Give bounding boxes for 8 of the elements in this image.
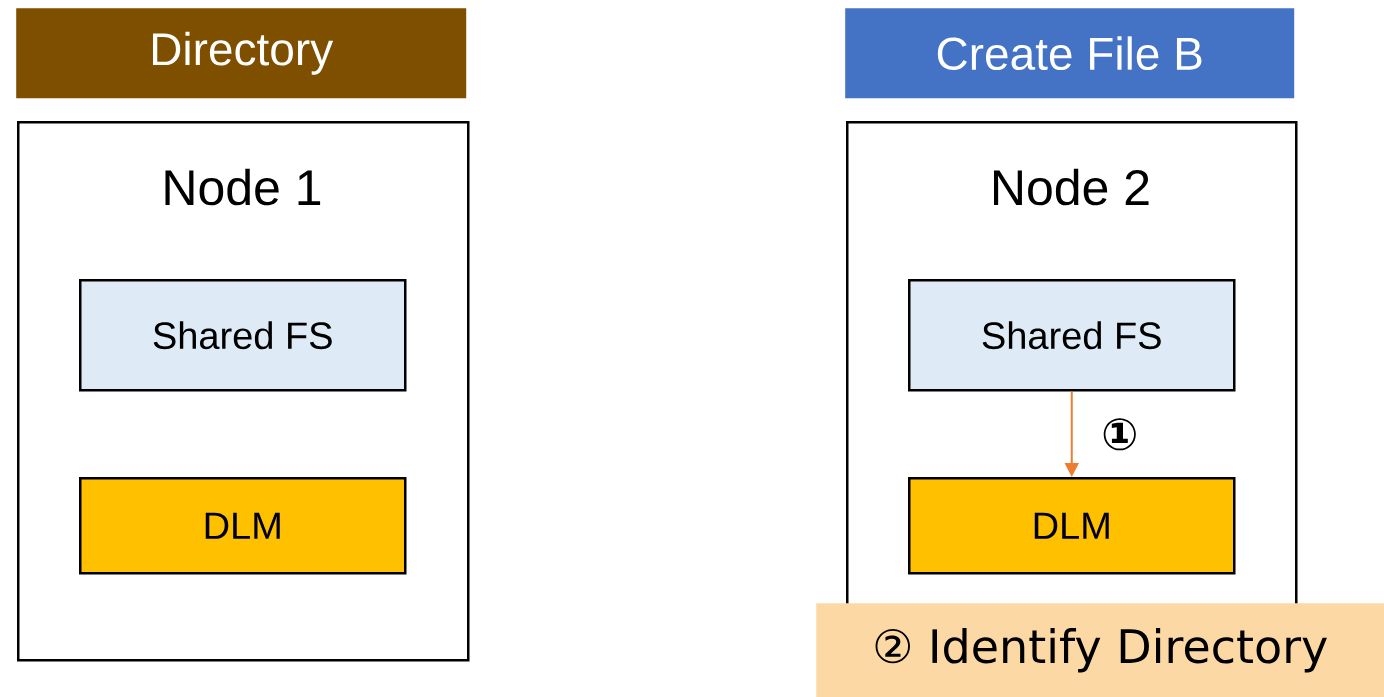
- component-box: DLM: [79, 477, 407, 575]
- step-banner: ② Identify Directory: [816, 603, 1384, 697]
- component-box: Shared FS: [79, 279, 407, 392]
- title-banner: Create File B: [845, 8, 1295, 99]
- step-number: ①: [1103, 418, 1136, 451]
- component-box: Shared FS: [908, 279, 1236, 392]
- component-box: DLM: [908, 477, 1236, 575]
- title-banner: Directory: [16, 8, 467, 99]
